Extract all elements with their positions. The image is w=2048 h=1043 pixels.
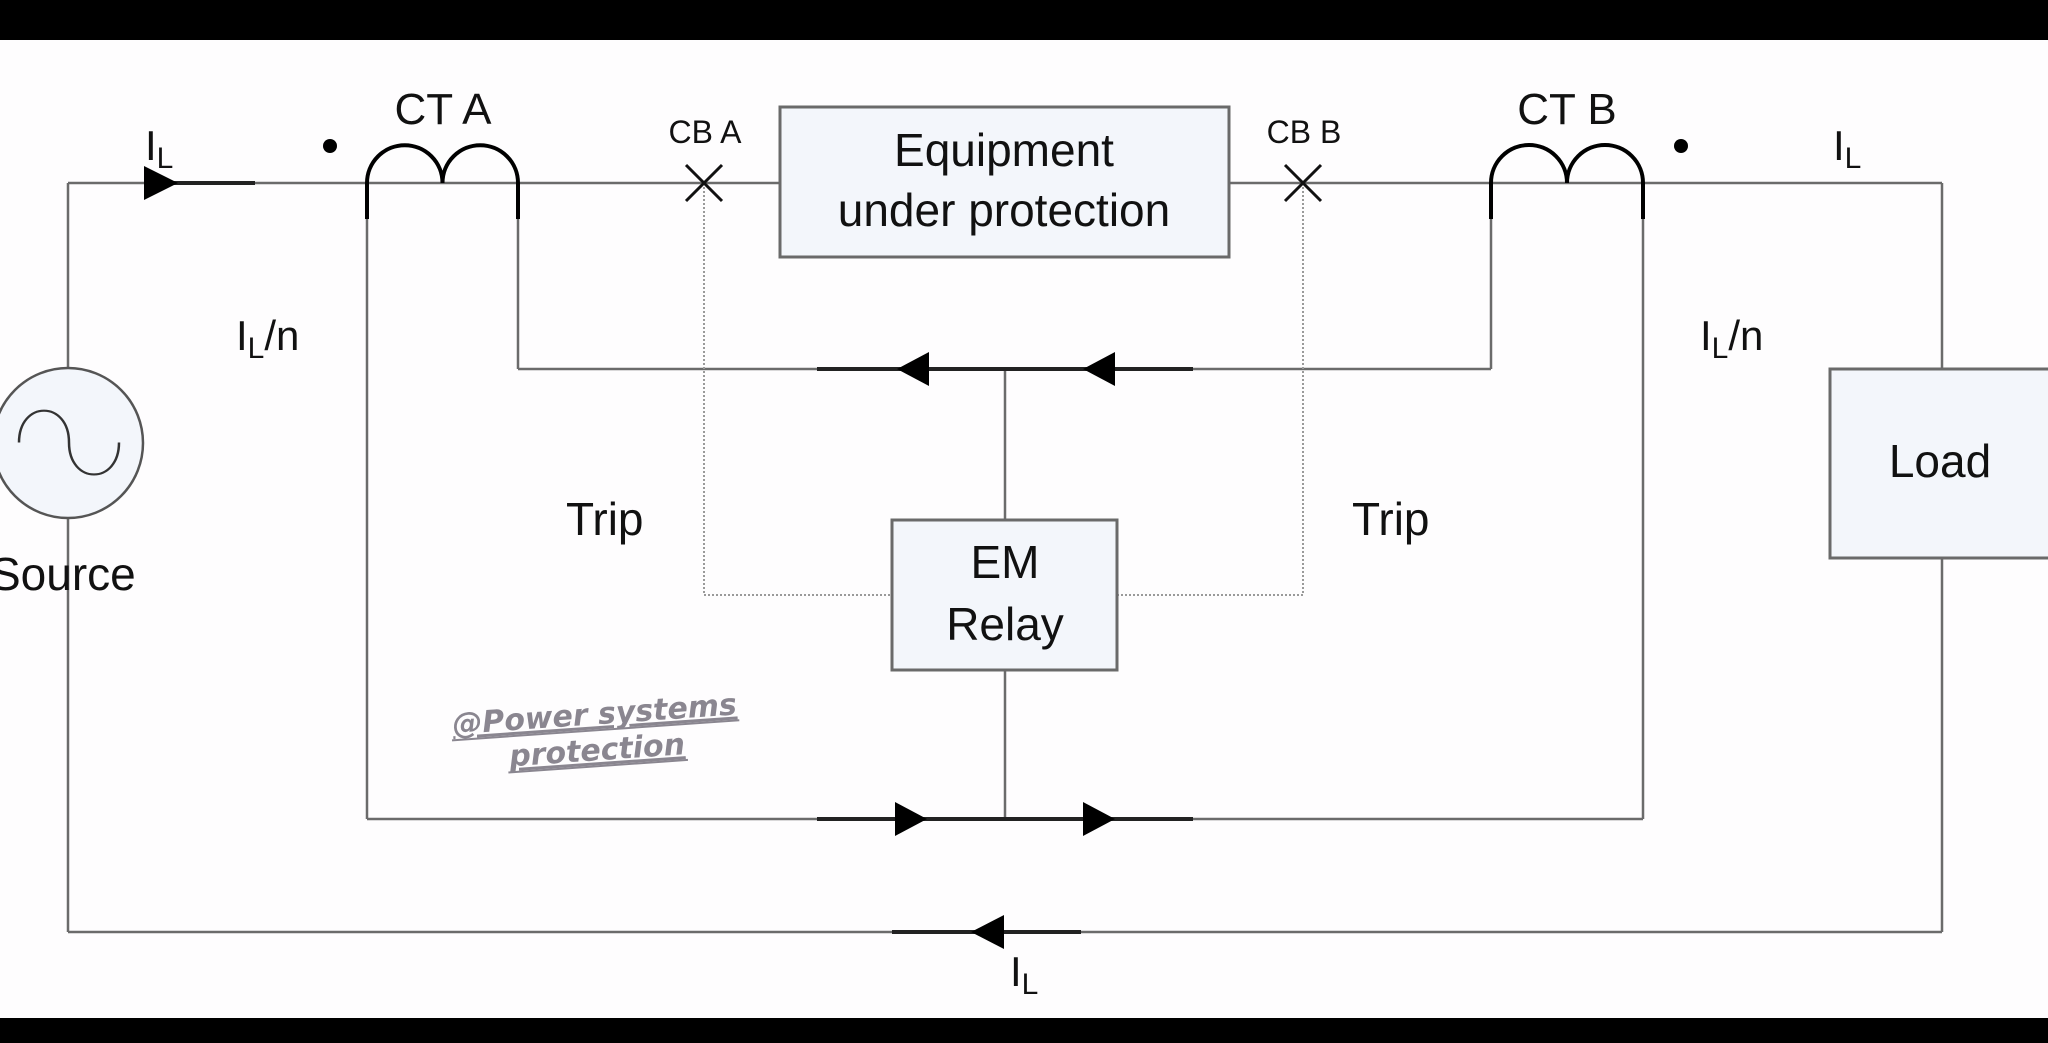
circuit-diagram: CT A CT B CB A CB B Equipment under prot… [0, 85, 2048, 1001]
label-ct-b: CT B [1517, 85, 1616, 134]
polarity-dot-ct-a-icon [323, 139, 337, 153]
label-cb-a: CB A [669, 114, 743, 150]
arrows [144, 166, 1115, 949]
arrow-il-top-right-icon [144, 166, 178, 200]
polarity-dot-ct-b-icon [1674, 139, 1688, 153]
equipment-label-line1: Equipment [894, 124, 1114, 176]
source-label: Source [0, 548, 136, 600]
arrow-pilot-bottom-right-2-icon [1083, 802, 1115, 836]
cb-a-breaker-icon [684, 163, 724, 203]
arrow-pilot-bottom-right-1-icon [895, 802, 927, 836]
current-label-il-top-left: IL [145, 122, 173, 175]
load-label: Load [1889, 435, 1991, 487]
current-label-il-return: IL [1010, 948, 1038, 1001]
label-ct-a: CT A [394, 85, 492, 134]
arrow-il-return-left-icon [971, 915, 1004, 949]
arrow-pilot-top-left-2-icon [1083, 352, 1115, 386]
label-cb-b: CB B [1267, 114, 1342, 150]
current-label-il-n-right: IL/n [1700, 312, 1763, 365]
equipment-label-line2: under protection [838, 184, 1170, 236]
ct-a-coil-icon [365, 143, 520, 219]
arrow-pilot-top-left-1-icon [897, 352, 929, 386]
trip-line-cb-b [1117, 183, 1304, 596]
current-label-il-top-right: IL [1833, 122, 1861, 175]
relay-box [890, 518, 1119, 672]
trip-line-cb-a [703, 183, 892, 596]
relay-label-line2: Relay [946, 598, 1064, 650]
relay-label-line1: EM [971, 536, 1040, 588]
ct-b-coil-icon [1489, 143, 1645, 219]
current-label-il-n-left: IL/n [236, 312, 299, 365]
equipment-box [778, 105, 1231, 259]
trip-label-left: Trip [566, 493, 644, 545]
ac-source-icon [0, 366, 145, 520]
trip-lines [703, 183, 1304, 596]
diagram-canvas: CT A CT B CB A CB B Equipment under prot… [0, 40, 2048, 1018]
watermark: @Power systems protection [451, 687, 740, 774]
trip-label-right: Trip [1352, 493, 1430, 545]
cb-b-breaker-icon [1283, 163, 1323, 203]
load-box [1828, 367, 2048, 560]
